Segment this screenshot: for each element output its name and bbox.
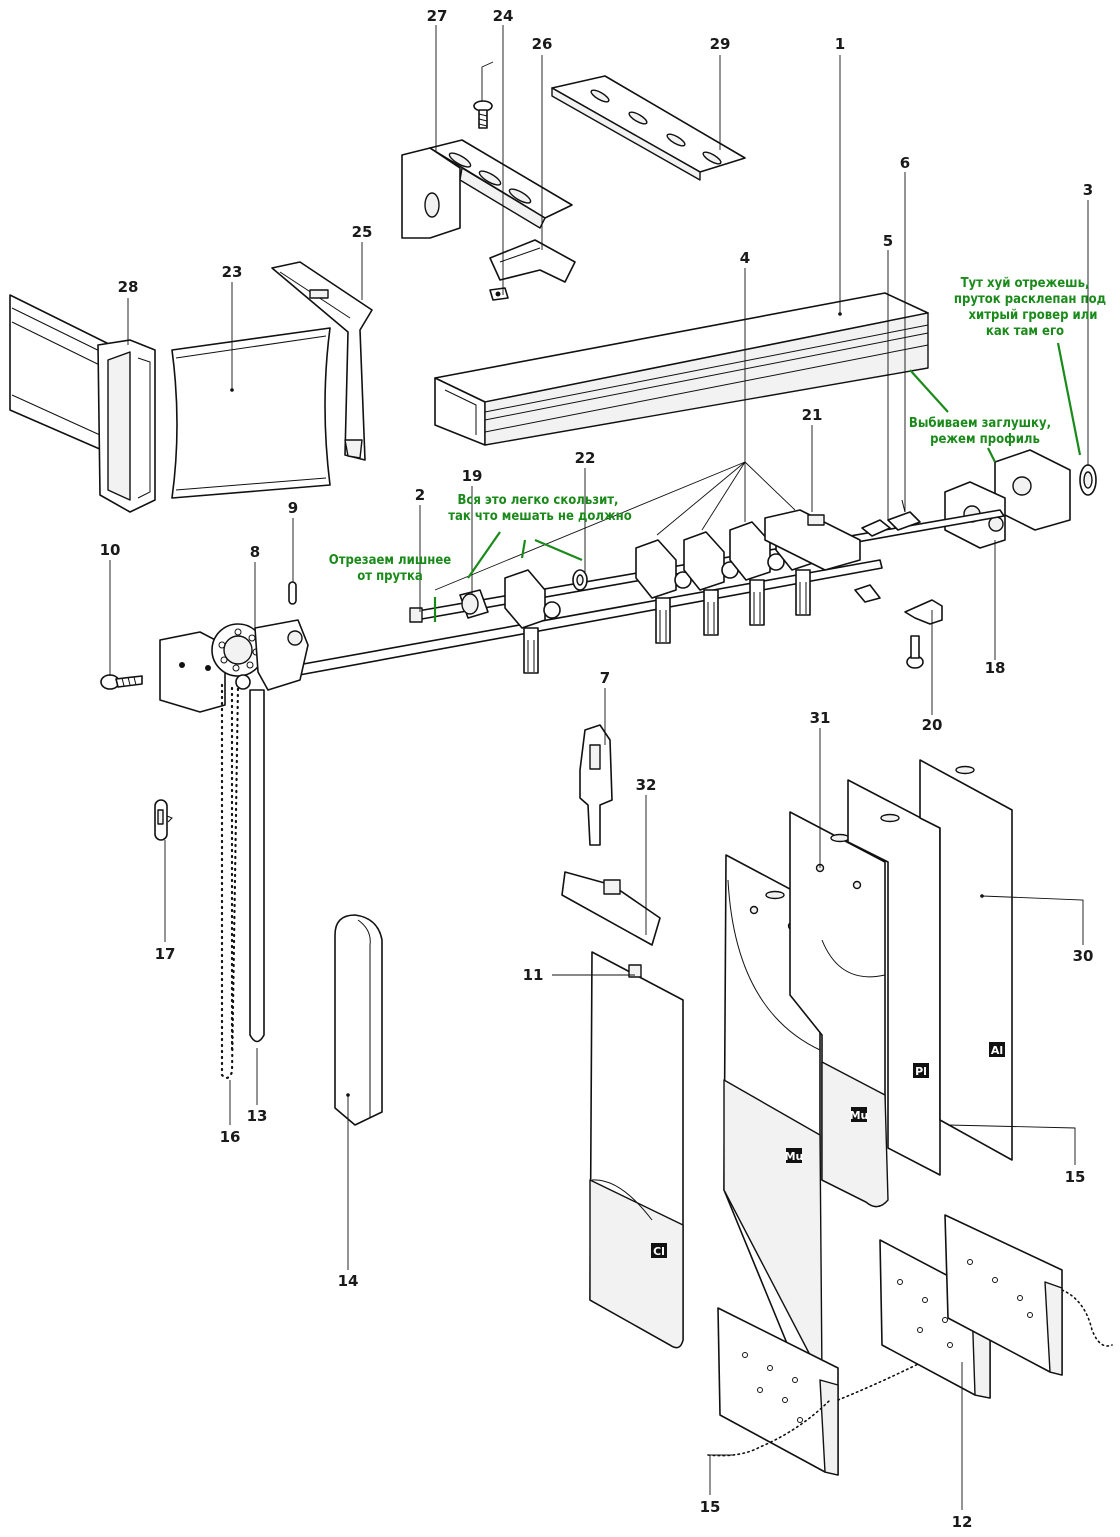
callout-18: 18: [985, 659, 1006, 677]
svg-text:пруток расклепан под: пруток расклепан под: [954, 292, 1106, 307]
part-9-pin: [288, 581, 297, 605]
svg-text:Тут хуй отрежешь,: Тут хуй отрежешь,: [961, 276, 1090, 291]
callout-2: 2: [415, 486, 425, 504]
part-24-screw: [473, 100, 493, 129]
callout-12: 12: [952, 1513, 973, 1531]
svg-text:хитрый гровер или: хитрый гровер или: [969, 308, 1098, 323]
callout-5: 5: [883, 232, 893, 250]
callout-8: 8: [250, 543, 260, 561]
material-label-pl: Pl: [915, 1065, 927, 1078]
callout-15-right: 15: [1065, 1168, 1086, 1186]
callout-32: 32: [636, 776, 657, 794]
annotation-top-right: Тут хуй отрежешь, пруток расклепан под х…: [954, 276, 1106, 339]
callout-numbers: 27 24 26 29 1 6 3 25 5 4 23 28 21 22 19 …: [100, 7, 1094, 1531]
part-17-hook: [154, 799, 173, 841]
part-12-bottom-weight-front: [707, 1307, 986, 1476]
callout-11: 11: [523, 966, 544, 984]
callout-19: 19: [462, 467, 483, 485]
callout-6: 6: [900, 154, 910, 172]
part-25-valance-clip: [271, 261, 373, 461]
callout-24: 24: [493, 7, 514, 25]
part-6-stop: [887, 499, 921, 531]
part-26-mounting-clip: [489, 239, 576, 301]
material-label-mu-front: Mu: [785, 1150, 804, 1163]
leader-lines: [109, 25, 1089, 1510]
svg-text:Вся это легко скользит,: Вся это легко скользит,: [458, 493, 619, 508]
part-slat-pl: [847, 779, 963, 1176]
callout-26: 26: [532, 35, 553, 53]
part-1-headrail: [434, 292, 929, 446]
callout-21: 21: [802, 406, 823, 424]
part-22-ring: [572, 569, 588, 591]
callout-20: 20: [922, 716, 943, 734]
callout-23: 23: [222, 263, 243, 281]
callout-27: 27: [427, 7, 448, 25]
callout-14: 14: [338, 1272, 359, 1290]
callout-28: 28: [118, 278, 139, 296]
part-18-end-cap: [944, 449, 1071, 549]
part-21-spacer-block: [764, 509, 861, 571]
callout-25: 25: [352, 223, 373, 241]
callout-13: 13: [247, 1107, 268, 1125]
part-20-bracket: [854, 584, 943, 669]
part-23-valance-panel: [171, 327, 331, 499]
svg-text:Отрезаем лишнее: Отрезаем лишнее: [329, 553, 451, 568]
svg-text:Выбиваем заглушку,: Выбиваем заглушку,: [909, 416, 1051, 431]
material-label-al: Al: [991, 1044, 1003, 1057]
callout-3: 3: [1083, 181, 1093, 199]
part-5-clip: [861, 519, 891, 537]
callout-17: 17: [155, 945, 176, 963]
part-28-valance-end: [9, 294, 156, 513]
material-label-cl: Cl: [653, 1245, 665, 1258]
svg-text:как там его: как там его: [986, 324, 1064, 339]
callout-22: 22: [575, 449, 596, 467]
callout-4: 4: [740, 249, 750, 267]
part-32-weight-clip: [561, 871, 661, 946]
part-8-control-unit: [159, 559, 883, 713]
callout-10: 10: [100, 541, 121, 559]
svg-text:от прутка: от прутка: [357, 569, 423, 584]
part-19-spacer: [459, 589, 489, 619]
part-16-bead-chain: [220, 683, 240, 1079]
part-7-slat-hanger: [579, 724, 613, 846]
callout-30: 30: [1073, 947, 1094, 965]
part-11-slat-cl: [589, 951, 684, 1349]
annotation-rod: Отрезаем лишнее от прутка: [329, 553, 451, 584]
svg-text:так что мешать не должно: так что мешать не должно: [448, 509, 632, 524]
material-label-mu-back: Mu: [850, 1109, 869, 1122]
annotation-slide: Вся это легко скользит, так что мешать н…: [448, 493, 632, 524]
callout-7: 7: [600, 669, 610, 687]
material-labels: Cl Mu Mu Pl Al: [653, 1044, 1003, 1258]
part-27-wall-bracket: [401, 139, 573, 239]
annotation-cap: Выбиваем заглушку, режем профиль: [909, 416, 1051, 447]
part-13-wand-loop: [249, 689, 265, 1043]
part-4-carriers: [504, 511, 817, 674]
part-12-bottom-weight-back: [944, 1214, 1113, 1376]
callout-9: 9: [288, 499, 298, 517]
part-3-washer: [1079, 464, 1097, 496]
callout-31: 31: [810, 709, 831, 727]
callout-16: 16: [220, 1128, 241, 1146]
callout-15-bottom: 15: [700, 1498, 721, 1516]
part-29-mounting-plate: [551, 75, 746, 181]
callout-1: 1: [835, 35, 845, 53]
part-31-slat-mu-back: [789, 811, 906, 1208]
part-10-screw: [100, 674, 143, 690]
part-14-wand: [334, 914, 383, 1126]
svg-text:режем профиль: режем профиль: [930, 432, 1040, 447]
part-30-slat-al: [919, 759, 1013, 1161]
callout-29: 29: [710, 35, 731, 53]
annotation-arrows: [433, 342, 1082, 622]
